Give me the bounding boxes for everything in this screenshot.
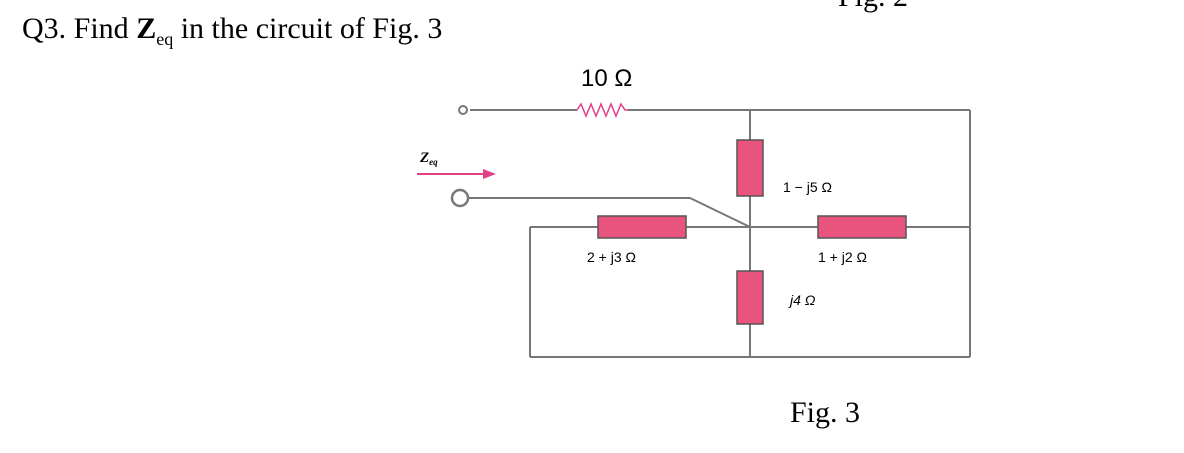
label-impedance-right-horizontal: 1 + j2 Ω (818, 249, 867, 265)
impedance-vertical-bottom (736, 270, 764, 325)
terminal-b (450, 188, 470, 208)
wire-terminal-b-diagonal (689, 197, 751, 228)
label-impedance-vertical-top: 1 − j5 Ω (783, 179, 832, 195)
zeq-arrow-head (483, 169, 496, 179)
question-suffix: in the circuit of Fig. 3 (173, 12, 443, 45)
question-text: Q3. Find Zeq in the circuit of Fig. 3 (22, 12, 442, 50)
figure-caption: Fig. 3 (790, 396, 861, 429)
impedance-left-horizontal (597, 215, 687, 239)
label-zeq-main: Z (419, 150, 429, 166)
label-impedance-left-horizontal: 2 + j3 Ω (587, 249, 636, 265)
circuit-wires (468, 109, 971, 358)
resistor-10-ohm (576, 102, 628, 118)
label-zeq: Zeq (419, 150, 438, 167)
question-zeq-subscript: eq (156, 29, 174, 49)
question-prefix: Q3. Find (22, 12, 137, 45)
label-zeq-sub: eq (429, 157, 438, 167)
impedance-right-horizontal (817, 215, 907, 239)
impedance-vertical-top (736, 139, 764, 197)
label-resistor-10-ohm: 10 Ω (581, 65, 632, 92)
previous-figure-caption-cut: Fig. 2 (838, 0, 908, 14)
label-impedance-vertical-bottom: j4 Ω (788, 292, 816, 308)
question-zeq-symbol: Z (136, 12, 157, 45)
terminal-a (458, 105, 468, 115)
